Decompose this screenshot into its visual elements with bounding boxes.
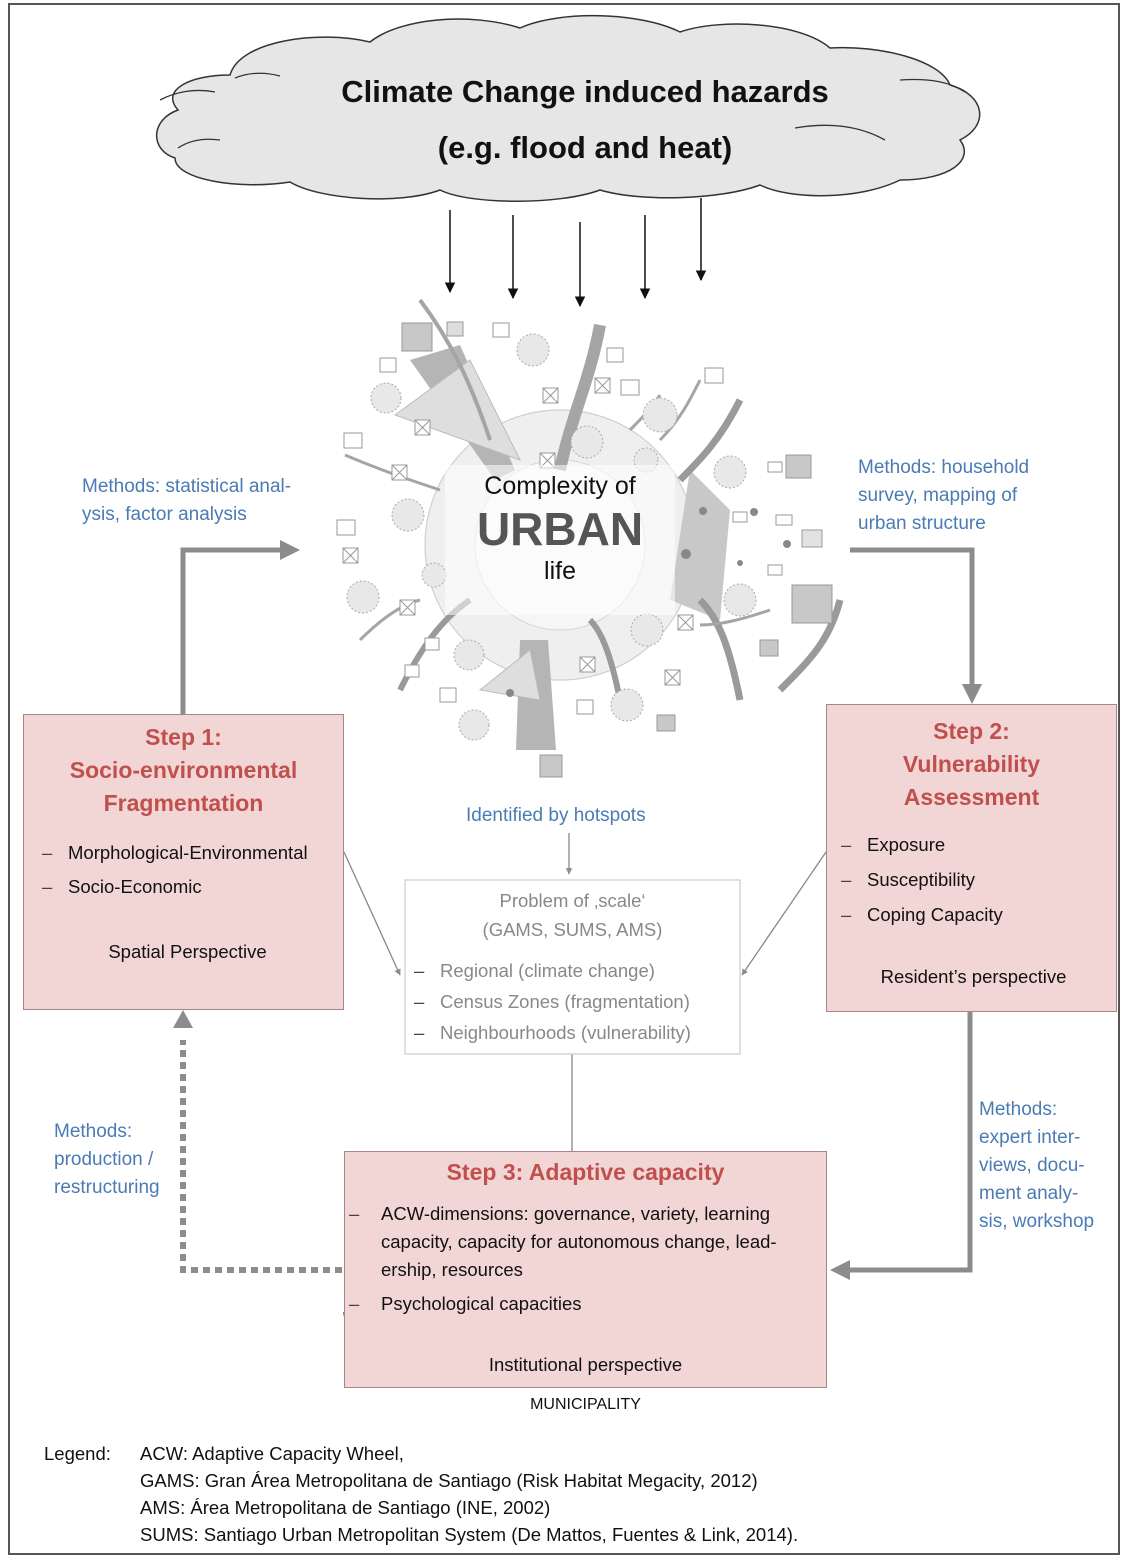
step2-item: –Susceptibility	[841, 869, 975, 890]
legend: Legend: ACW: Adaptive Capacity Wheel, GA…	[44, 1440, 798, 1548]
step2-perspective: Resident’s perspective	[880, 966, 1067, 987]
methods-step3-line4: ment analy-	[979, 1183, 1079, 1204]
methods-step1: Methods: statistical anal- ysis, factor …	[82, 473, 291, 529]
methods-step3: Methods: expert inter- views, docu- ment…	[979, 1096, 1094, 1236]
step3-perspective: Institutional perspective	[488, 1354, 683, 1375]
arrowhead-to-step3	[830, 1260, 850, 1280]
hazard-arrows	[444, 198, 707, 308]
scale-item: –Census Zones (fragmentation)	[414, 991, 690, 1012]
step3-box: Step 3: Adaptive capacity – ACW-dimensio…	[344, 1151, 827, 1388]
methods-feedback-line3: restructuring	[54, 1177, 160, 1198]
scale-title-line1: Problem of ‚scale‘	[499, 890, 646, 911]
methods-step2-line3: urban structure	[858, 513, 986, 534]
step3-item: – ACW-dimensions: governance, variety, l…	[349, 1200, 826, 1284]
municipality-label: MUNICIPALITY	[530, 1396, 641, 1413]
urban-line2: URBAN	[476, 503, 644, 555]
feedback-arrow	[180, 1040, 342, 1273]
step3-item1-line1: ACW-dimensions: governance, variety, lea…	[381, 1203, 771, 1224]
step1-item: –Morphological-Environmental	[42, 842, 308, 863]
step3-item1-line2: capacity, capacity for autonomous change…	[381, 1231, 777, 1252]
scale-title-line2: (GAMS, SUMS, AMS)	[482, 919, 663, 940]
methods-feedback-line2: production /	[54, 1149, 154, 1170]
arrowhead-to-urban	[280, 540, 300, 560]
methods-step2-line1: Methods: household	[858, 457, 1030, 478]
legend-entry: SUMS: Santiago Urban Metropolitan System…	[140, 1524, 799, 1545]
step2-item: –Coping Capacity	[841, 904, 1003, 925]
step1-box: Step 1: Socio-environmental Fragmentatio…	[23, 714, 344, 1010]
methods-step3-line2: expert inter-	[979, 1127, 1081, 1148]
step1-perspective: Spatial Perspective	[108, 941, 267, 962]
methods-step1-line2: ysis, factor analysis	[82, 504, 247, 525]
methods-step3-line3: views, docu-	[979, 1155, 1085, 1176]
hotspots-label: Identified by hotspots	[466, 805, 646, 826]
step2-box: Step 2: Vulnerability Assessment –Exposu…	[826, 704, 1117, 1012]
step2-item: –Exposure	[841, 834, 946, 855]
methods-step1-line1: Methods: statistical anal-	[82, 476, 292, 497]
figure-frame	[8, 3, 1120, 1555]
step2-title-2: Vulnerability	[902, 751, 1041, 777]
scale-box	[404, 879, 741, 1055]
cloud-title-line1: Climate Change induced hazards	[341, 74, 829, 109]
step1-item: –Socio-Economic	[42, 876, 202, 897]
scale-list: –Regional (climate change) –Census Zones…	[414, 955, 691, 1048]
legend-entry: AMS: Área Metropolitana de Santiago (INE…	[140, 1497, 551, 1518]
urban-label: Complexity of URBAN life	[440, 472, 680, 586]
arrowhead-to-step1	[173, 1010, 193, 1028]
step2-title-3: Assessment	[903, 784, 1040, 810]
step1-title-2: Socio-environmental	[69, 757, 298, 783]
cloud-title-line2: (e.g. flood and heat)	[437, 130, 733, 165]
scale-item: –Neighbourhoods (vulnerability)	[414, 1022, 691, 1043]
methods-feedback-line1: Methods:	[54, 1121, 133, 1142]
legend-entry: ACW: Adaptive Capacity Wheel,	[140, 1443, 404, 1464]
step3-item1-line3: ership, resources	[381, 1259, 523, 1280]
legend-label: Legend:	[44, 1443, 111, 1464]
step2-title-1: Step 2:	[933, 718, 1010, 744]
step3-title: Step 3: Adaptive capacity	[446, 1159, 725, 1185]
scale-item: –Regional (climate change)	[414, 960, 655, 981]
step3-item: –Psychological capacities	[349, 1293, 582, 1314]
methods-step2: Methods: household survey, mapping of ur…	[858, 454, 1029, 538]
step1-title-3: Fragmentation	[103, 790, 264, 816]
loop-arrows	[180, 547, 975, 1273]
arrowhead-to-step2	[962, 684, 982, 704]
scale-title: Problem of ‚scale‘ (GAMS, SUMS, AMS)	[405, 886, 740, 944]
methods-step3-line1: Methods:	[979, 1099, 1058, 1120]
methods-step3-feedback: Methods: production / restructuring	[54, 1118, 160, 1202]
hazard-cloud	[155, 14, 981, 202]
urban-line3: life	[544, 557, 576, 585]
step1-title-1: Step 1:	[145, 724, 222, 750]
methods-step3-line5: sis, workshop	[979, 1211, 1095, 1232]
methods-step2-line2: survey, mapping of	[858, 485, 1018, 506]
legend-entry: GAMS: Gran Área Metropolitana de Santiag…	[140, 1470, 758, 1491]
urban-complexity-illustration	[336, 298, 844, 778]
urban-line1: Complexity of	[484, 472, 636, 500]
